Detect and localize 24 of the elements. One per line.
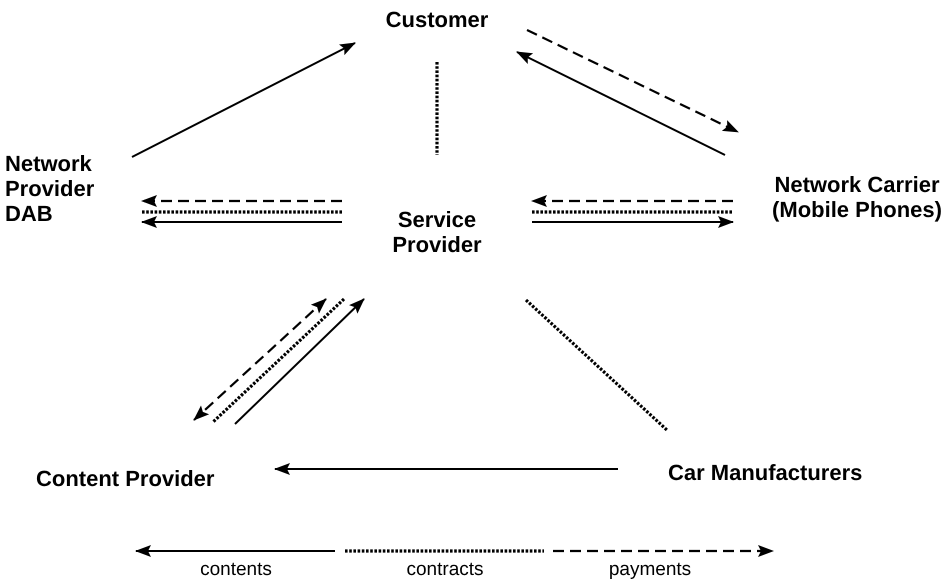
connector-line [212,298,346,424]
node-label: Car Manufacturers [668,460,864,485]
arrow [141,216,342,228]
arrow [274,463,618,475]
connector-line [435,62,439,155]
node-label: Network Provider DAB [5,151,96,226]
arrow [516,51,726,156]
node-label: Network Carrier (Mobile Phones) [771,172,943,222]
connector-line [142,210,342,214]
node-label: Service Provider [391,207,483,257]
arrow [526,29,739,133]
connector-line [524,298,670,432]
node-label: Content Provider [36,466,216,491]
arrow [141,195,342,207]
arrow [531,195,733,207]
legend-label: contents [199,558,273,582]
legend-label: contracts [405,558,485,582]
arrow [193,298,327,421]
node-label: Customer [384,7,490,32]
legend-label: payments [608,558,692,582]
arrow [532,216,734,228]
arrow [234,298,365,425]
connector-line [532,210,733,214]
arrow [132,42,356,158]
